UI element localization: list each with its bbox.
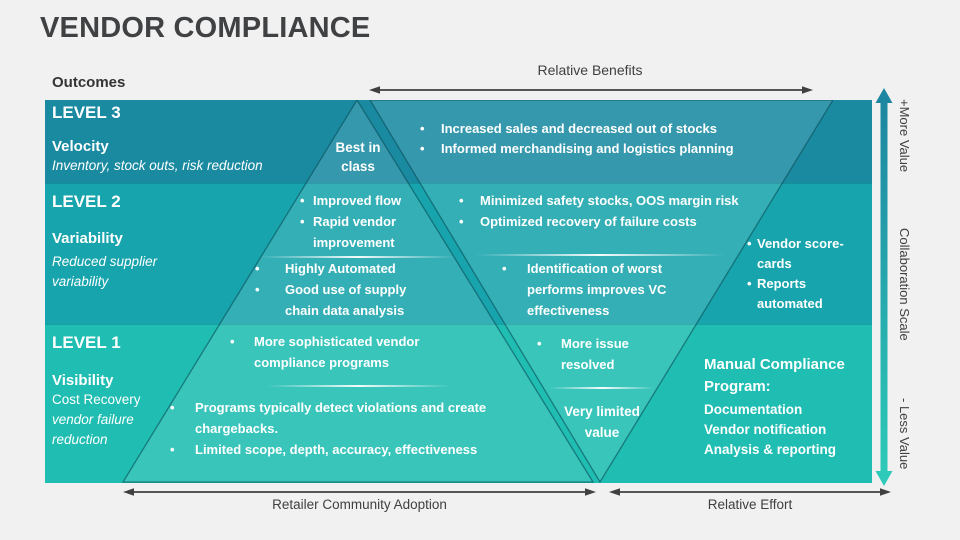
funnel-level2-lower-bullets: •Identification of worst performs improv… <box>502 258 692 321</box>
bullet-icon: • <box>537 336 542 351</box>
relative-effort-label: Relative Effort <box>707 497 793 512</box>
level3-header: LEVEL 3 Velocity Inventory, stock outs, … <box>52 103 302 176</box>
level1-header: LEVEL 1 Visibility Cost Recovery vendor … <box>52 333 182 450</box>
level2-header: LEVEL 2 Variability Reduced supplier var… <box>52 192 222 292</box>
bullet-icon: • <box>747 276 752 291</box>
bullet-icon: • <box>255 261 260 276</box>
retailer-adoption-arrow-icon <box>123 488 596 496</box>
level2-subtitle: Reduced supplier variability <box>52 254 158 289</box>
divider-glow-line <box>267 385 450 387</box>
outcomes-label: Outcomes <box>52 74 126 91</box>
relative-benefits-arrow-icon <box>369 86 813 94</box>
band-level1 <box>45 324 872 483</box>
less-value-label: - Less Value <box>897 398 912 470</box>
pyramid-level1-upper-bullets: •More sophisticated vendor compliance pr… <box>230 331 475 373</box>
bullet-icon: • <box>459 193 464 208</box>
level1-subtitle1: Cost Recovery <box>52 392 141 407</box>
list-item: •Rapid vendor improvement <box>300 211 433 253</box>
list-item: •More sophisticated vendor compliance pr… <box>230 331 475 373</box>
list-item: •Identification of worst performs improv… <box>502 258 692 321</box>
list-item: •Optimized recovery of failure costs <box>459 211 789 232</box>
pyramid-triangle <box>121 100 595 483</box>
manual-compliance-title: Manual Compliance Program: <box>704 356 845 395</box>
funnel-level2-upper-bullets: •Minimized safety stocks, OOS margin ris… <box>459 190 789 232</box>
bullet-icon: • <box>502 261 507 276</box>
level1-subtitle2: vendor failure reduction <box>52 412 134 447</box>
level2-side-notes: •Vendor score-cards •Reports automated <box>747 234 861 314</box>
list-item: •Limited scope, depth, accuracy, effecti… <box>170 439 510 460</box>
bullet-icon: • <box>459 214 464 229</box>
list-item: •More issue resolved <box>537 333 649 375</box>
maturity-bands <box>45 100 872 483</box>
pyramid-level1-lower-bullets: •Programs typically detect violations an… <box>170 397 510 460</box>
pyramid-level2-upper-bullets: •Improved flow •Rapid vendor improvement <box>300 190 433 253</box>
page-title: VENDOR COMPLIANCE <box>40 12 371 44</box>
divider-glow-line <box>475 254 725 256</box>
funnel-triangle <box>369 100 834 483</box>
band-level2 <box>45 183 872 324</box>
level3-subtitle: Inventory, stock outs, risk reduction <box>52 158 263 173</box>
level3-label: LEVEL 3 <box>52 103 121 122</box>
list-item: •Improved flow <box>300 190 433 211</box>
list-item: •Reports automated <box>747 274 861 314</box>
bullet-icon: • <box>420 141 425 156</box>
list-item: •Minimized safety stocks, OOS margin ris… <box>459 190 789 211</box>
level1-side-notes: Manual Compliance Program: Documentation… <box>704 354 879 460</box>
relative-effort-arrow-icon <box>609 488 891 496</box>
funnel-level3-bullets: •Increased sales and decreased out of st… <box>420 119 750 159</box>
bullet-icon: • <box>170 442 175 457</box>
list-item: •Programs typically detect violations an… <box>170 397 510 439</box>
very-limited-value-label: Very limited value <box>564 404 640 440</box>
list-item: •Good use of supply chain data analysis <box>255 279 430 321</box>
bullet-icon: • <box>300 193 305 208</box>
level2-name: Variability <box>52 230 123 247</box>
pyramid-level2-lower-bullets: •Highly Automated •Good use of supply ch… <box>255 258 430 321</box>
band-level3 <box>45 100 872 183</box>
bullet-icon: • <box>230 334 235 349</box>
triangles-overlay <box>45 100 872 483</box>
list-item: •Increased sales and decreased out of st… <box>420 119 750 139</box>
list-item: •Informed merchandising and logistics pl… <box>420 139 750 159</box>
level1-name: Visibility <box>52 372 114 389</box>
bullet-icon: • <box>300 214 305 229</box>
level1-label: LEVEL 1 <box>52 333 121 352</box>
divider-glow-line <box>550 387 655 389</box>
divider-glow-line <box>260 256 455 258</box>
retailer-adoption-label: Retailer Community Adoption <box>272 497 447 512</box>
side-note-item: Documentation <box>704 402 803 417</box>
funnel-level1-upper-bullets: •More issue resolved <box>537 333 649 375</box>
side-note-item: Analysis & reporting <box>704 442 837 457</box>
side-note-item: Vendor notification <box>704 422 827 437</box>
bullet-icon: • <box>255 282 260 297</box>
bullet-icon: • <box>170 400 175 415</box>
collaboration-scale-label: Collaboration Scale <box>897 228 912 341</box>
level3-name: Velocity <box>52 138 109 155</box>
best-in-class-label: Best in class <box>335 140 381 174</box>
bullet-icon: • <box>747 236 752 251</box>
level2-label: LEVEL 2 <box>52 192 121 211</box>
list-item: •Highly Automated <box>255 258 430 279</box>
list-item: •Vendor score-cards <box>747 234 861 274</box>
collaboration-scale-arrow-icon <box>875 88 893 486</box>
bullet-icon: • <box>420 121 425 136</box>
relative-benefits-label: Relative Benefits <box>537 62 643 78</box>
more-value-label: +More Value <box>897 99 912 173</box>
